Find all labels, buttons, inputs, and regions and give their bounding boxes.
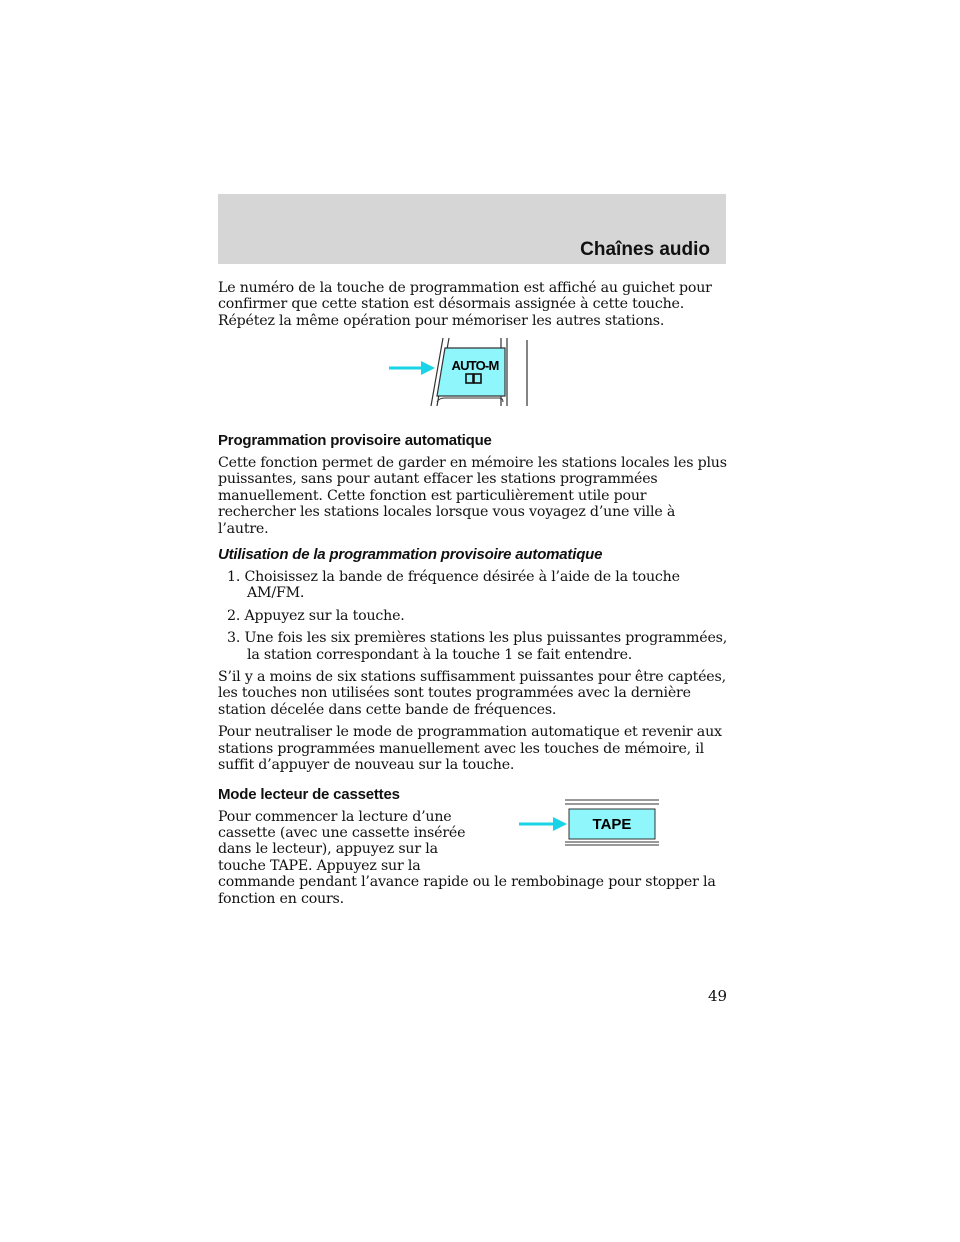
page-number: 49 <box>708 987 728 1005</box>
paragraph: commande pendant l’avance rapide ou le r… <box>218 874 716 907</box>
step-1: 1. Choisissez la bande de fréquence dési… <box>227 569 680 602</box>
step-3: 3. Une fois les six premières stations l… <box>227 630 728 663</box>
paragraph: S’il y a moins de six stations suffisamm… <box>218 669 726 718</box>
tape-button-illustration: TAPE <box>519 799 659 846</box>
section-heading: Programmation provisoire automatique <box>218 432 492 449</box>
auto-m-button-illustration: AUTO-M <box>389 337 528 407</box>
step-2: 2. Appuyez sur la touche. <box>227 607 405 624</box>
paragraph: Pour neutraliser le mode de programmatio… <box>218 724 722 774</box>
intro-paragraph: Le numéro de la touche de programmation … <box>218 280 728 329</box>
dolby-icon <box>465 373 474 384</box>
tape-label: TAPE <box>593 816 632 833</box>
section-title: Chaînes audio <box>580 239 710 260</box>
section-auto-preset: Programmation provisoire automatique Cet… <box>218 432 728 907</box>
section-header: Chaînes audio <box>218 194 726 264</box>
paragraph: Pour commencer la lecture d’une cassette… <box>218 808 466 874</box>
intro-text: Le numéro de la touche de programmation … <box>218 280 712 329</box>
subsection-heading: Utilisation de la programmation provisoi… <box>218 546 603 564</box>
auto-m-label: AUTO-M <box>452 358 499 373</box>
section-heading: Mode lecteur de cassettes <box>218 785 400 803</box>
paragraph: Cette fonction permet de garder en mémoi… <box>218 455 727 537</box>
